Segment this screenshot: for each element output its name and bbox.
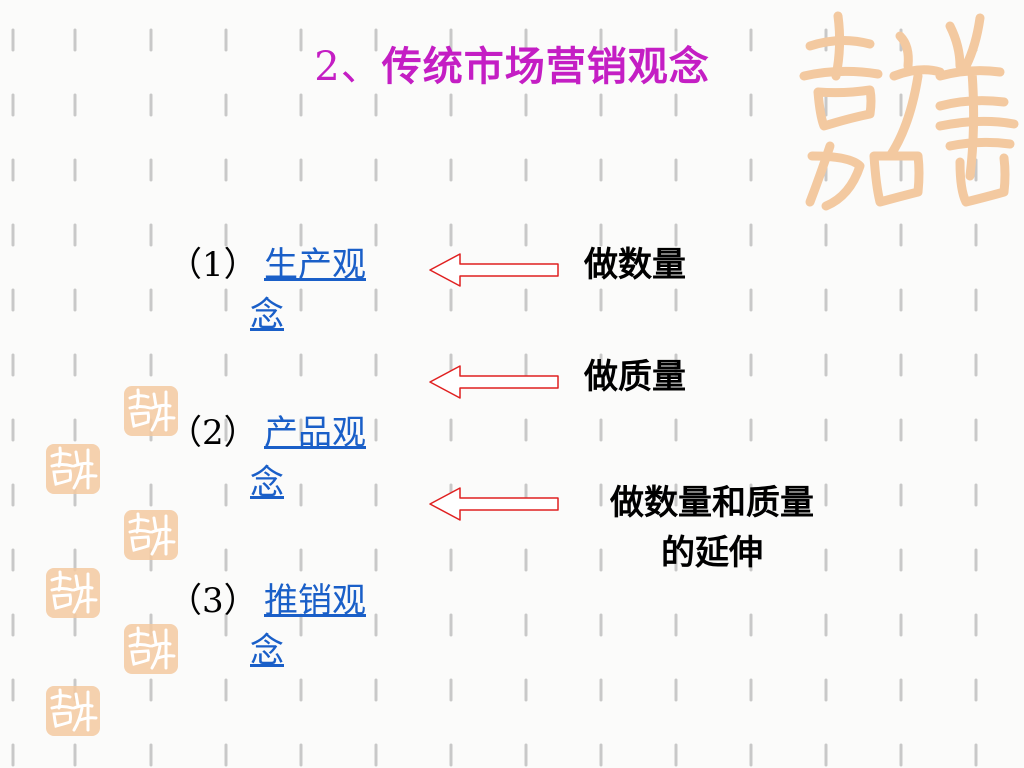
calligraphy-seal-decoration	[799, 11, 1019, 211]
slide-title-number: 2、	[314, 44, 382, 90]
arrow-label-extension-line1: 做数量和质量	[610, 483, 814, 523]
small-seal-decoration	[46, 568, 100, 618]
left-arrow-icon	[429, 365, 559, 399]
left-arrow-icon	[429, 487, 559, 521]
small-seal-decoration	[124, 386, 178, 436]
small-seal-decoration	[46, 686, 100, 736]
left-arrow-icon	[429, 253, 559, 287]
concept-link-production-cont[interactable]: 念	[250, 295, 284, 335]
concept-link-selling-cont[interactable]: 念	[250, 631, 284, 671]
concept-number: （2）	[168, 413, 258, 453]
concept-link-selling[interactable]: 推销观	[264, 581, 366, 621]
arrow-label-extension: 做数量和质量 的延伸	[572, 478, 852, 578]
slide-title: 2、传统市场营销观念	[0, 34, 1024, 92]
concept-item-2: （2）产品观 念	[168, 408, 408, 508]
concept-item-1: （1）生产观 念	[168, 240, 408, 340]
concept-link-production[interactable]: 生产观	[264, 245, 366, 285]
concept-link-product[interactable]: 产品观	[264, 413, 366, 453]
small-seal-decoration	[124, 510, 178, 560]
concept-number: （1）	[168, 245, 258, 285]
slide-title-text: 传统市场营销观念	[381, 43, 710, 90]
concept-number: （3）	[168, 581, 258, 621]
arrow-label-extension-line2: 的延伸	[661, 533, 763, 573]
arrow-label-quality: 做质量	[584, 357, 686, 397]
arrow-label-quantity: 做数量	[584, 245, 686, 285]
concept-link-product-cont[interactable]: 念	[250, 463, 284, 503]
small-seal-decoration	[46, 444, 100, 494]
concept-item-3: （3）推销观 念	[168, 576, 408, 676]
small-seal-decoration	[124, 624, 178, 674]
